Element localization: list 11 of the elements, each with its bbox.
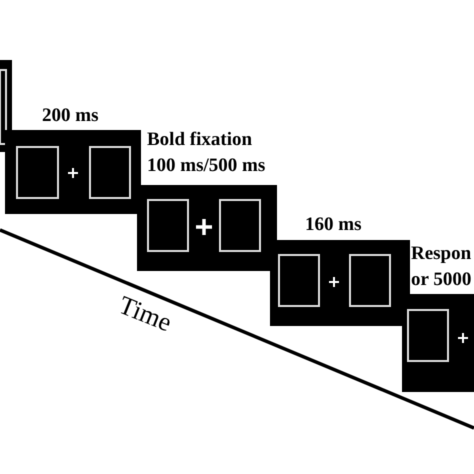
duration-label: 100 ms/500 ms: [147, 154, 266, 178]
duration-label: Bold fixation: [147, 128, 252, 152]
screen-display: [270, 240, 410, 326]
screen-display: [5, 130, 141, 214]
duration-label: 160 ms: [305, 213, 362, 237]
axis-label: Time: [115, 292, 176, 336]
duration-label: 200 ms: [42, 104, 98, 128]
duration-label: Respon: [411, 242, 472, 266]
duration-label: or 5000: [411, 268, 472, 292]
screen-display: [137, 185, 277, 271]
screen-display: [402, 294, 474, 392]
